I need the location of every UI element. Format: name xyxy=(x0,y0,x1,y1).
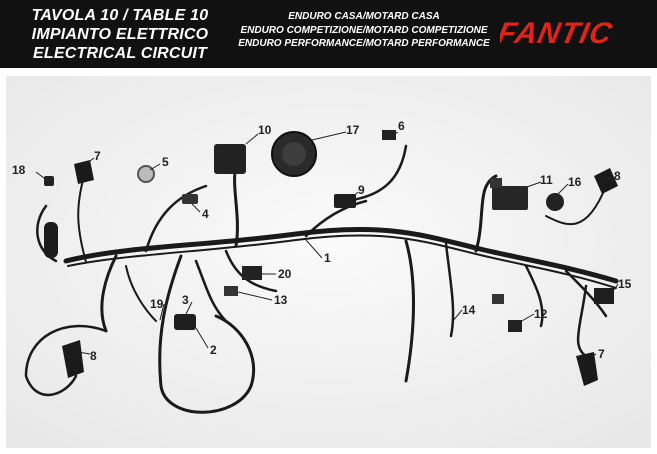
callout-1: 1 xyxy=(324,251,331,265)
callout-11: 11 xyxy=(540,173,553,187)
sensor-18 xyxy=(44,176,54,186)
handlebar-switch xyxy=(174,314,196,330)
callout-13: 13 xyxy=(274,293,288,307)
callout-3: 3 xyxy=(182,293,189,307)
callout-17: 17 xyxy=(346,123,360,137)
title-line-2: IMPIANTO ELETTRICO xyxy=(31,26,209,43)
main-harness xyxy=(24,144,619,414)
callout-8-right: 8 xyxy=(614,169,621,183)
connector-15 xyxy=(594,288,614,304)
spark-plug-cap xyxy=(382,130,396,140)
connector-12 xyxy=(508,320,522,332)
ecu-unit xyxy=(492,186,528,210)
callout-18: 18 xyxy=(12,163,26,177)
connector-4 xyxy=(182,194,198,204)
logo-speed-stripe xyxy=(500,20,650,23)
connector-12b xyxy=(492,294,504,304)
model-line-1: ENDURO CASA/MOTARD CASA xyxy=(288,11,440,22)
front-indicator-right xyxy=(576,352,598,386)
callout-12: 12 xyxy=(534,307,548,321)
table-title: TAVOLA 10 / TABLE 10 IMPIANTO ELETTRICO … xyxy=(14,6,226,63)
rear-indicator-left xyxy=(62,340,84,378)
light-switch xyxy=(44,222,58,258)
callout-6: 6 xyxy=(398,119,405,133)
connector-20 xyxy=(242,266,262,280)
callout-9: 9 xyxy=(358,183,365,197)
callout-14: 14 xyxy=(462,303,476,317)
title-line-1: TAVOLA 10 / TABLE 10 xyxy=(31,7,209,24)
voltage-regulator xyxy=(214,144,246,174)
model-list: ENDURO CASA/MOTARD CASA ENDURO COMPETIZI… xyxy=(232,10,496,51)
callout-15: 15 xyxy=(618,277,632,291)
components xyxy=(44,130,618,386)
title-line-3: ELECTRICAL CIRCUIT xyxy=(33,45,207,62)
callout-5: 5 xyxy=(162,155,169,169)
horn xyxy=(137,165,155,183)
relay xyxy=(546,193,564,211)
model-line-3: ENDURO PERFORMANCE/MOTARD PERFORMANCE xyxy=(238,38,490,49)
leader-lines xyxy=(35,131,619,357)
callout-16: 16 xyxy=(568,175,582,189)
ecu-connector xyxy=(490,178,502,188)
cooling-fan-hub xyxy=(282,142,306,166)
callout-19: 19 xyxy=(150,297,164,311)
model-line-2: ENDURO COMPETIZIONE/MOTARD COMPETIZIONE xyxy=(240,24,488,36)
rear-indicator-right xyxy=(594,168,618,194)
callout-7-left: 7 xyxy=(94,149,101,163)
ignition-coil xyxy=(334,194,356,208)
connector-13 xyxy=(224,286,238,296)
callout-7-right: 7 xyxy=(598,347,605,361)
wiring-harness-photo: 10 17 6 5 4 9 11 16 8 7 18 1 20 13 3 19 … xyxy=(6,76,651,448)
callout-10: 10 xyxy=(258,123,272,137)
header-bar: TAVOLA 10 / TABLE 10 IMPIANTO ELETTRICO … xyxy=(0,0,657,68)
callout-labels: 10 17 6 5 4 9 11 16 8 7 18 1 20 13 3 19 … xyxy=(12,119,632,363)
callout-2: 2 xyxy=(210,343,217,357)
callout-20: 20 xyxy=(278,267,292,281)
front-indicator-left xyxy=(74,160,94,184)
fantic-logo: FANTIC xyxy=(500,17,650,48)
callout-8-left: 8 xyxy=(90,349,97,363)
callout-4: 4 xyxy=(202,207,209,221)
